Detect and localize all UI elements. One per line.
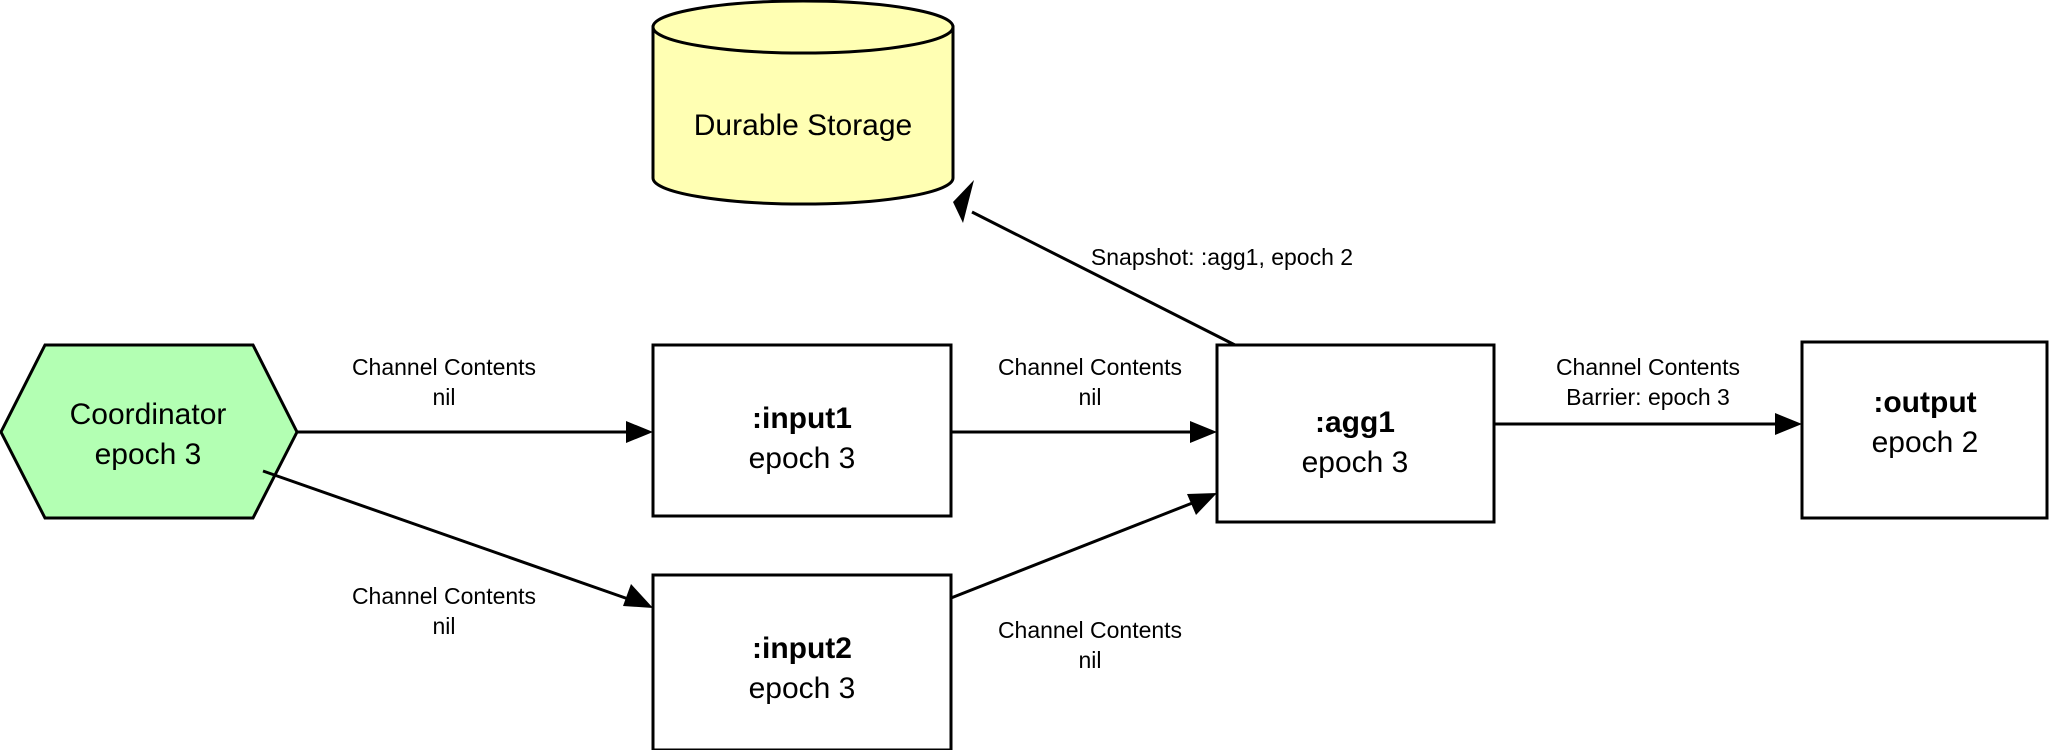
edge-line <box>262 469 635 603</box>
edge-label-snapshot: Snapshot: :agg1, epoch 2 <box>1091 244 1353 270</box>
node-input2-title: :input2 <box>752 632 852 665</box>
input1-box <box>651 343 953 518</box>
agg1-box <box>1215 343 1496 524</box>
node-input1-subtitle: epoch 3 <box>749 442 856 475</box>
edge-line <box>950 498 1201 600</box>
arrow-head-icon <box>623 584 653 608</box>
output-box <box>1800 340 2049 520</box>
edge-agg1-to-output: Channel Contents Barrier: epoch 3 <box>1494 354 1802 435</box>
arrow-head-icon <box>1775 413 1802 435</box>
edge-label-line2: nil <box>1078 384 1101 410</box>
node-agg1-title: :agg1 <box>1315 406 1395 439</box>
cylinder-body <box>651 25 955 206</box>
cylinder-top <box>651 0 955 55</box>
node-coordinator-title: Coordinator <box>70 398 227 431</box>
node-durable-storage[interactable]: Durable Storage <box>651 0 955 206</box>
edge-agg1-to-durable-storage: Snapshot: :agg1, epoch 2 <box>953 180 1353 347</box>
node-input2-subtitle: epoch 3 <box>749 672 856 705</box>
node-input1[interactable]: :input1 epoch 3 <box>651 343 953 518</box>
edge-input1-to-agg1: Channel Contents nil <box>951 354 1217 443</box>
edge-input2-to-agg1: Channel Contents nil <box>950 493 1217 673</box>
arrow-head-icon <box>1187 493 1217 515</box>
arrow-head-icon <box>953 180 974 223</box>
edge-label-line2: nil <box>1078 647 1101 673</box>
node-input1-title: :input1 <box>752 402 852 435</box>
edge-label-line2: nil <box>432 613 455 639</box>
node-coordinator[interactable]: Coordinator epoch 3 <box>0 343 299 520</box>
edge-label-line1: Channel Contents <box>1556 354 1740 380</box>
node-agg1-subtitle: epoch 3 <box>1302 446 1409 479</box>
node-output-title: :output <box>1873 386 1976 419</box>
edge-line <box>971 210 1236 347</box>
input2-box <box>651 573 953 750</box>
edge-label-line1: Channel Contents <box>352 583 536 609</box>
arrow-head-icon <box>626 421 653 443</box>
edge-coordinator-to-input2: Channel Contents nil <box>262 469 653 639</box>
node-coordinator-subtitle: epoch 3 <box>95 438 202 471</box>
node-output-subtitle: epoch 2 <box>1872 426 1979 459</box>
edge-label-line1: Channel Contents <box>352 354 536 380</box>
edge-coordinator-to-input1: Channel Contents nil <box>297 354 653 443</box>
edge-label-line2: Barrier: epoch 3 <box>1566 384 1730 410</box>
arrow-head-icon <box>1190 421 1217 443</box>
node-agg1[interactable]: :agg1 epoch 3 <box>1215 343 1496 524</box>
edge-label-line1: Channel Contents <box>998 354 1182 380</box>
node-durable-storage-title: Durable Storage <box>694 109 912 142</box>
edge-label-line1: Channel Contents <box>998 617 1182 643</box>
edge-label-line2: nil <box>432 384 455 410</box>
hexagon-shape <box>0 343 299 520</box>
node-input2[interactable]: :input2 epoch 3 <box>651 573 953 750</box>
node-output[interactable]: :output epoch 2 <box>1800 340 2049 520</box>
